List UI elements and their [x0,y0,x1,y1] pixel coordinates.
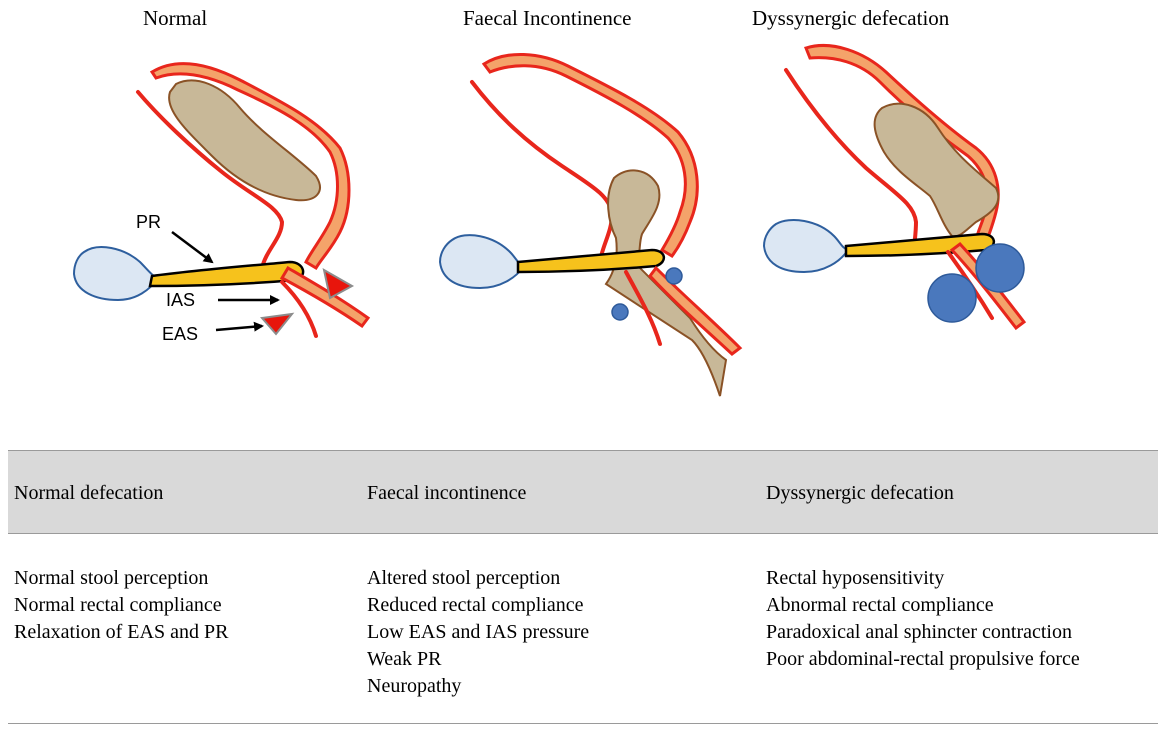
weak-sphincter-circle-lower [611,303,629,321]
header-faecal-incontinence: Faecal incontinence [367,482,527,504]
pubic-bone [438,234,526,290]
contracted-sphincter-circle-upper [975,243,1025,293]
stool-mass [604,169,728,397]
table-cell: Low EAS and IAS pressure [367,621,590,643]
anal-canal-wall-inner [280,280,318,338]
table-header-row: Normal defecation Faecal incontinence Dy… [8,450,1158,534]
column-normal-defecation: Normal stool perception Normal rectal co… [14,565,228,646]
anterior-rectal-wall [784,68,919,254]
panel-faecal-incontinence-drawing [438,53,743,397]
column-faecal-incontinence: Altered stool perception Reduced rectal … [367,565,589,700]
eas-triangle-upper [322,268,355,300]
table-cell: Paradoxical anal sphincter contraction [766,621,1072,643]
table-cell: Normal rectal compliance [14,594,222,616]
table-cell: Abnormal rectal compliance [766,594,994,616]
table-cell: Neuropathy [367,675,462,697]
contracted-sphincter-circle-lower [927,273,977,323]
header-normal-defecation: Normal defecation [14,482,164,504]
label-ias: IAS [166,290,195,310]
panel-title-faecal-incontinence: Faecal Incontinence [463,6,632,30]
pubic-bone [762,219,850,274]
eas-arrow [215,321,264,332]
header-bottom-rule [8,533,1158,534]
panel-normal-drawing: PR IAS EAS [72,62,371,344]
anterior-rectal-wall [470,80,615,264]
stool-mass [168,79,321,202]
table-cell: Poor abdominal-rectal propulsive force [766,648,1080,670]
label-eas: EAS [162,324,198,344]
anatomy-figure: Normal Faecal Incontinence Dyssynergic d… [72,6,1027,397]
puborectalis-muscle [148,260,305,288]
table-bottom-rule [8,723,1158,724]
label-pr: PR [136,212,161,232]
puborectalis-muscle [844,232,995,258]
table-cell: Normal stool perception [14,567,209,589]
table-cell: Rectal hyposensitivity [766,567,945,589]
anal-canal-wall-outer [279,265,371,329]
anal-canal-wall-inner [624,270,662,346]
panel-title-normal: Normal [143,6,208,30]
table-cell: Reduced rectal compliance [367,594,584,616]
pubic-bone [72,246,160,302]
column-dyssynergic-defecation: Rectal hyposensitivity Abnormal rectal c… [766,565,1080,673]
table-cell: Relaxation of EAS and PR [14,621,229,643]
panel-title-dyssynergic-defecation: Dyssynergic defecation [752,6,950,30]
table-cell: Weak PR [367,648,442,670]
pr-arrow [171,231,214,264]
posterior-rectal-wall [149,62,351,271]
anatomy-drawings: PR IAS EAS [72,44,1027,397]
panel-dyssynergic-drawing [762,44,1027,331]
eas-triangle-lower [260,312,295,336]
weak-sphincter-circle-upper [665,267,683,285]
posterior-rectal-wall [481,53,699,258]
stool-mass [873,102,1000,238]
puborectalis-muscle [516,248,665,274]
table-cell: Altered stool perception [367,567,561,589]
anterior-rectal-wall [136,90,285,270]
header-dyssynergic-defecation: Dyssynergic defecation [766,482,954,504]
anal-canal-wall-outer [648,265,743,356]
